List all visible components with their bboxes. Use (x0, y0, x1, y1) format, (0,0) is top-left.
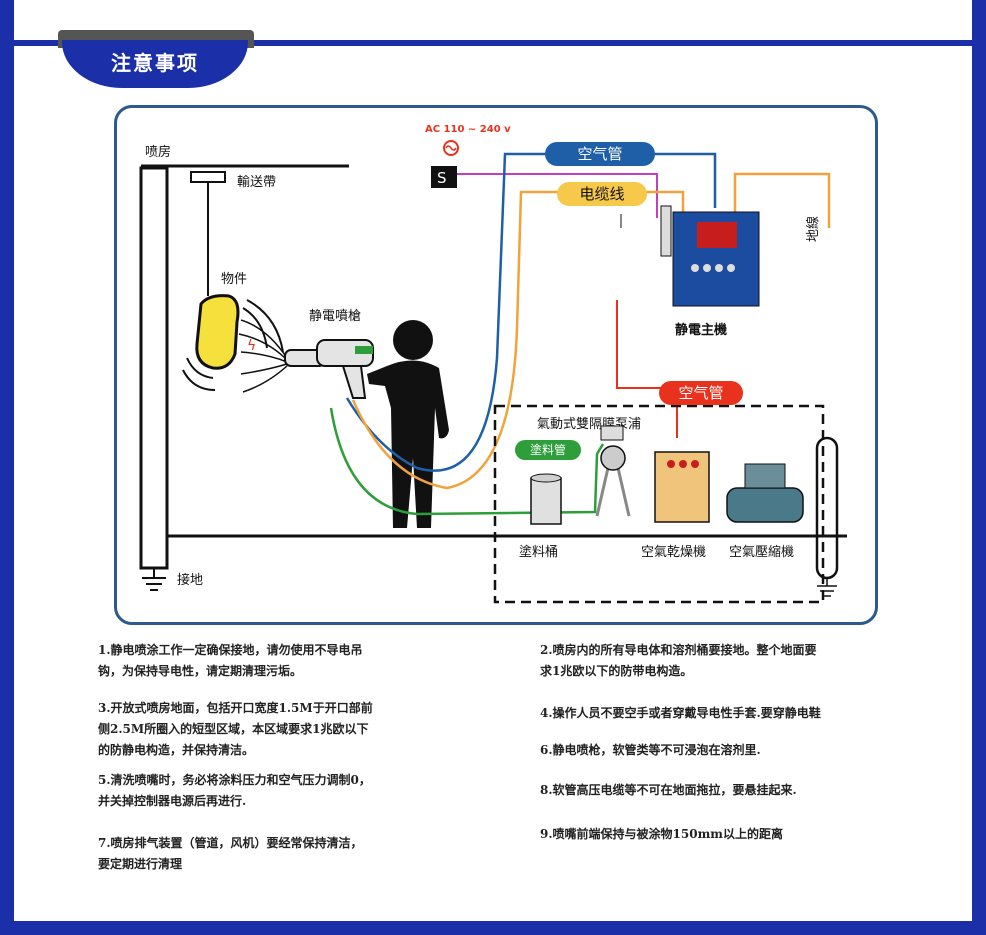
note-3: 3.开放式喷房地面，包括开口宽度1.5M于开口部前 侧2.5M所圈入的短型区域，… (98, 701, 373, 757)
note-5: 5.清洗喷嘴时，务必将涂料压力和空气压力调制0， 并关掉控制器电源后再进行. (98, 773, 371, 808)
frame-left-border (0, 0, 14, 935)
gun-label: 静電噴槍 (309, 309, 361, 324)
spray-system-diagram: 喷房 輸送帶 物件 ϟ (114, 105, 878, 625)
controller-label: 静電主機 (675, 322, 727, 338)
cable-tag: 电缆线 (557, 182, 647, 206)
air-dryer-label: 空氣乾燥機 (641, 545, 706, 560)
note-9: 9.喷嘴前端保持与被涂物150mm以上的距离 (540, 827, 783, 841)
air-pipe-tag: 空气管 (545, 142, 655, 166)
note-2: 2.喷房内的所有导电体和溶剂桶要接地。整个地面要 求1兆欧以下的防带电构造。 (540, 643, 817, 678)
note-1: 1.静电喷涂工作一定确保接地，请勿使用不导电吊 钩，为保持导电性，请定期清理污垢… (98, 643, 363, 678)
note-4: 4.操作人员不要空手或者穿戴导电性手套.要穿静电鞋 (540, 706, 821, 720)
diagram-canvas: 喷房 輸送帶 物件 ϟ (139, 124, 847, 604)
booth-label: 喷房 (145, 144, 171, 160)
power-label: AC 110 ~ 240 v (425, 124, 511, 135)
frame-right-border (972, 0, 986, 935)
ground-symbol: 接地 (142, 568, 203, 591)
paint-bucket: 塗料桶 (519, 473, 562, 560)
ground-rod (815, 436, 839, 580)
power-supply: AC 110 ~ 240 v S (425, 124, 511, 188)
svg-text:S: S (437, 169, 447, 187)
pump-label: 氣動式雙隔膜泵浦 (537, 417, 641, 432)
conveyor-label: 輸送帶 (237, 175, 276, 190)
paint-bucket-label: 塗料桶 (519, 544, 558, 560)
note-8: 8.软管高压电缆等不可在地面拖拉，要悬挂起来. (540, 783, 797, 797)
note-6: 6.静电喷枪，软管类等不可浸泡在溶剂里. (540, 743, 761, 757)
paint-pipe-tag: 塗料管 (515, 440, 581, 460)
equipment-area (493, 404, 825, 604)
frame-bottom-border (0, 921, 986, 935)
svg-text:ϟ: ϟ (247, 338, 256, 354)
air-compressor: 空氣壓縮機 (726, 463, 804, 560)
controller-unit: 静電主機 (660, 205, 760, 338)
cable-line (351, 190, 685, 490)
compressor-label: 空氣壓縮機 (729, 544, 794, 560)
air-pipe-tag-2: 空气管 (659, 381, 743, 405)
note-7: 7.喷房排气装置（管道，风机）要经常保持清洁， 要定期进行清理 (98, 836, 363, 871)
paint-pipe-line (329, 407, 605, 516)
air-pipe-line (345, 152, 717, 472)
page-title: 注意事项 (62, 40, 248, 88)
header-rule (14, 40, 972, 46)
air-dryer: 空氣乾燥機 (641, 451, 710, 560)
spray-gun: 静電噴槍 (284, 309, 374, 399)
workpiece-label: 物件 (221, 272, 247, 287)
ground-wire-line (733, 172, 831, 228)
conveyor: 輸送帶 物件 (190, 171, 276, 296)
power-cable-line (457, 173, 658, 218)
air-pipe-2-line (616, 300, 678, 438)
operator-figure (367, 320, 449, 528)
spray-pattern (238, 319, 288, 393)
diaphragm-pump (595, 425, 631, 517)
ground-label: 接地 (177, 572, 203, 588)
workpiece: ϟ (182, 294, 284, 391)
ground-wire-label: 地線 (805, 216, 821, 242)
